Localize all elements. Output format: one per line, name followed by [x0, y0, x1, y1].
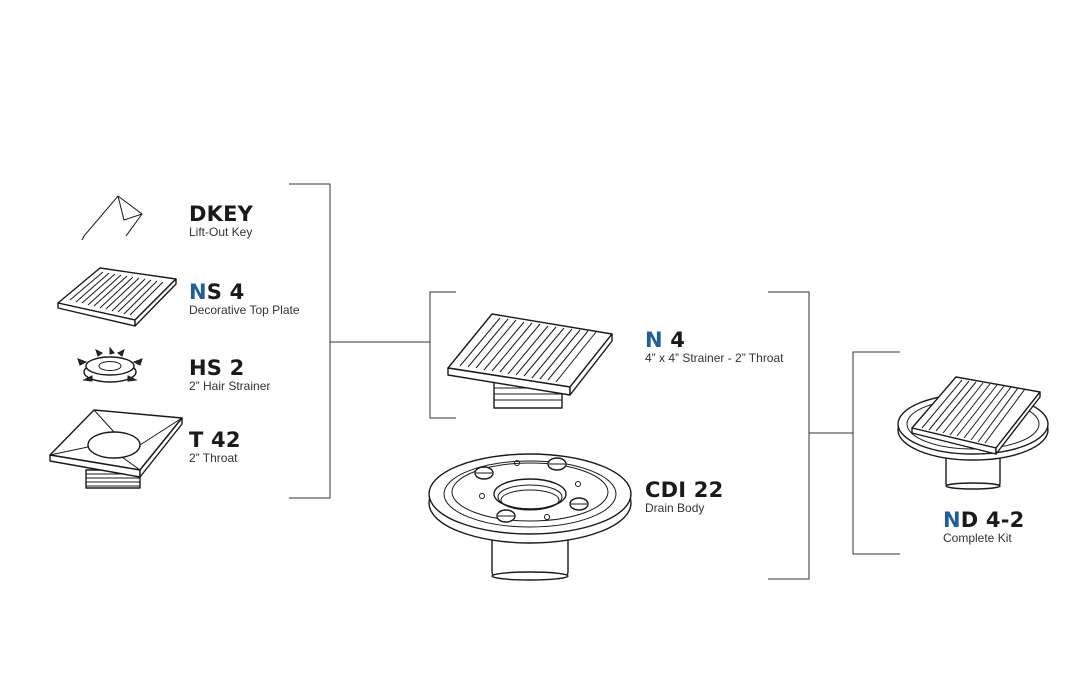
label-ns4: NS 4 Decorative Top Plate [189, 281, 300, 317]
part-code-t42: T 42 [189, 428, 241, 452]
complete-kit-icon [897, 376, 1049, 490]
label-cdi22: CDI 22 Drain Body [645, 479, 723, 515]
label-dkey: DKEY Lift-Out Key [189, 203, 253, 239]
part-desc-ns4: Decorative Top Plate [189, 303, 300, 317]
label-nd42: ND 4-2 Complete Kit [943, 509, 1024, 545]
part-desc-dkey: Lift-Out Key [189, 225, 253, 239]
part-code-ns4: NS 4 [189, 280, 245, 304]
lift-out-key-icon [81, 195, 143, 241]
part-code-hs2: HS 2 [189, 356, 245, 380]
part-code-dkey: DKEY [189, 202, 254, 226]
part-code-cdi22: CDI 22 [645, 478, 724, 502]
part-desc-nd42: Complete Kit [943, 531, 1012, 545]
part-desc-hs2: 2” Hair Strainer [189, 379, 271, 393]
top-plate-icon [57, 267, 177, 327]
part-desc-cdi22: Drain Body [645, 501, 705, 515]
strainer-icon [447, 313, 613, 409]
part-desc-n4: 4” x 4” Strainer - 2” Throat [645, 351, 784, 365]
hair-strainer-icon [77, 346, 143, 383]
bracket-assemblies [429, 291, 900, 580]
part-code-n4: N 4 [645, 328, 686, 352]
throat-icon [49, 409, 183, 489]
part-desc-t42: 2” Throat [189, 451, 238, 465]
label-t42: T 42 2” Throat [189, 429, 241, 465]
label-hs2: HS 2 2” Hair Strainer [189, 357, 270, 393]
part-code-nd42: ND 4-2 [943, 508, 1025, 532]
bracket-components [289, 183, 430, 499]
drain-body-icon [428, 453, 632, 581]
label-n4: N 4 4” x 4” Strainer - 2” Throat [645, 329, 784, 365]
